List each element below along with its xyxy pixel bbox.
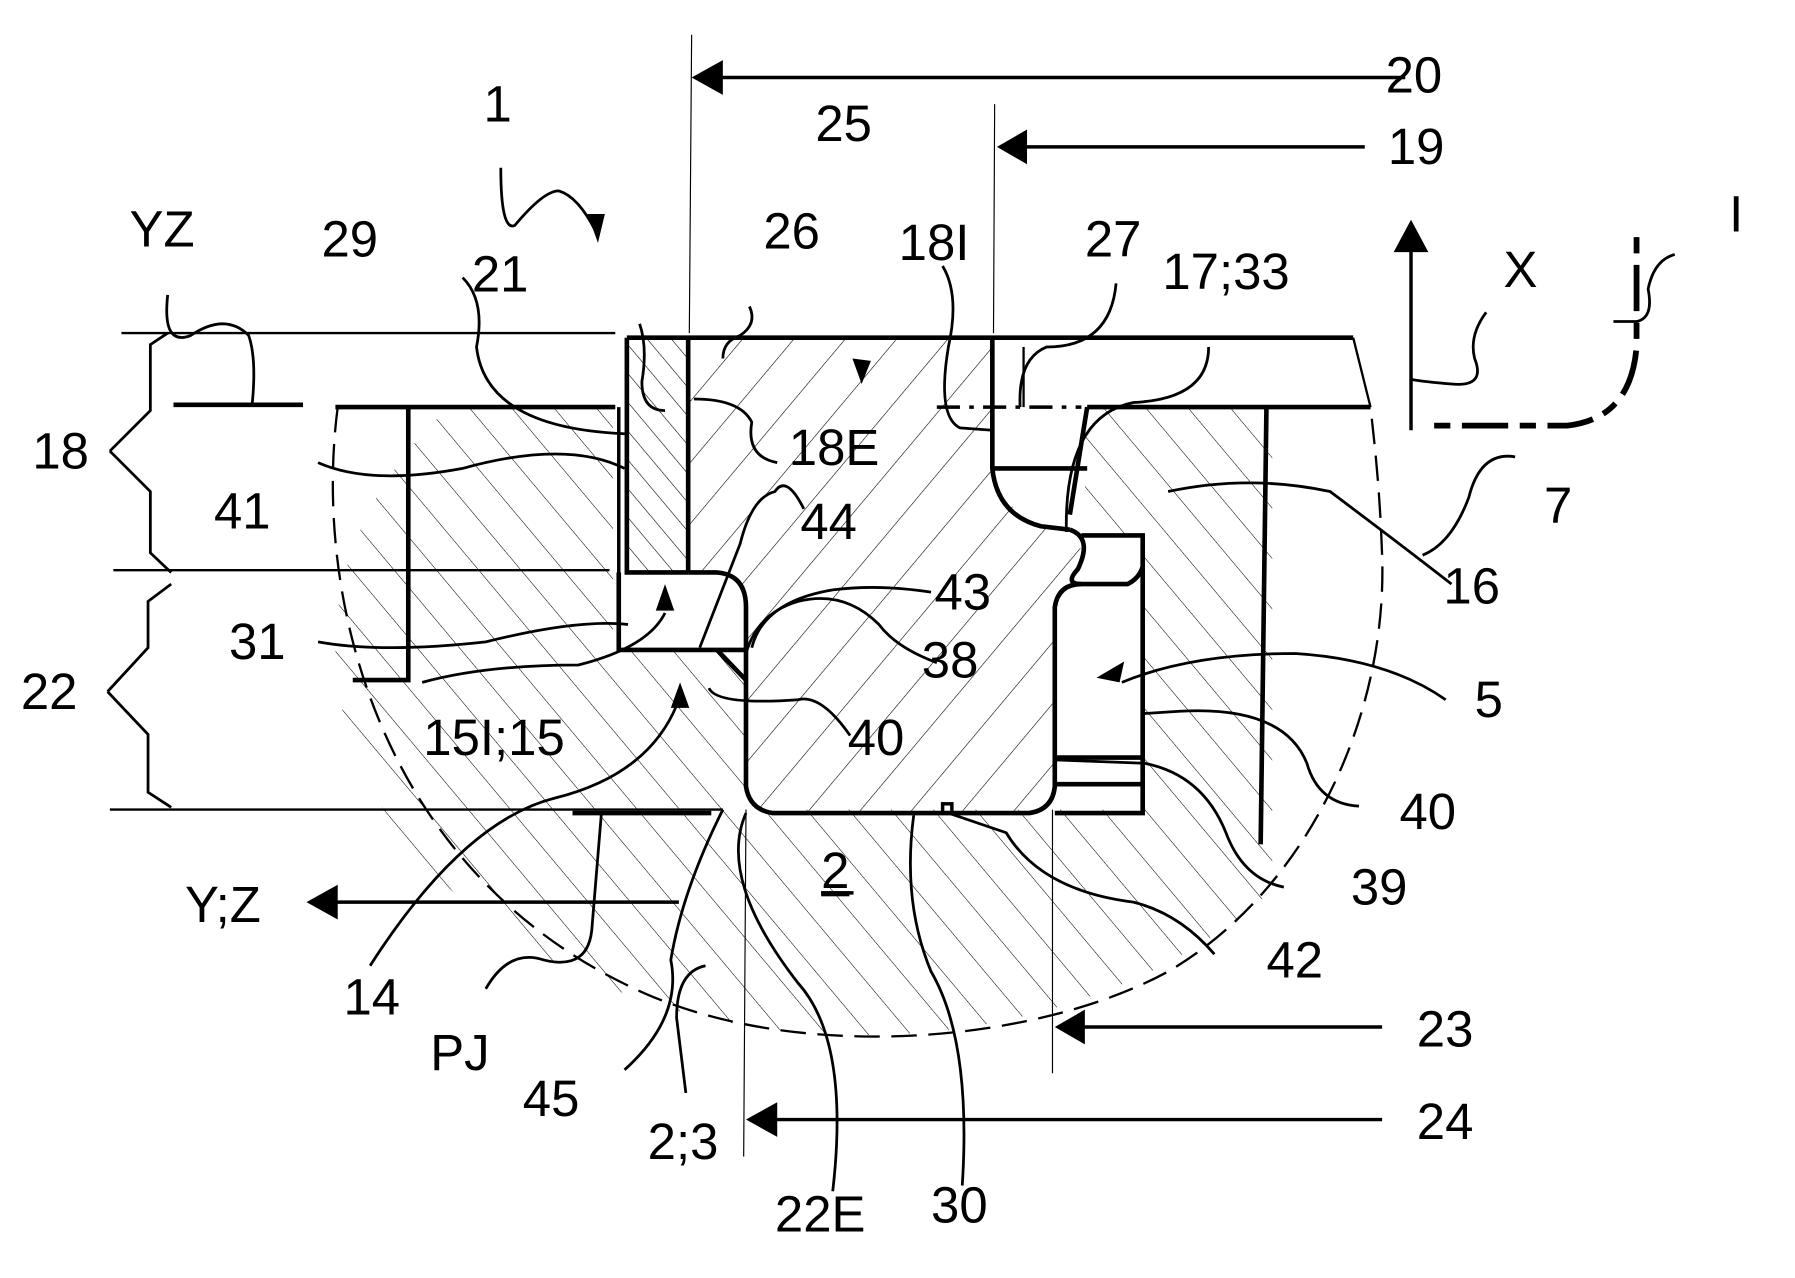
- label-14: 14: [344, 968, 401, 1025]
- label-2: 2: [821, 842, 849, 899]
- labels: 1 20 19 25 YZ 29 21 26 18I 27 17;33 X I …: [21, 47, 1743, 1243]
- label-Y-Z: Y;Z: [185, 876, 261, 933]
- leaders: [106, 253, 1676, 1192]
- outlines: [173, 335, 1372, 845]
- label-45: 45: [523, 1070, 580, 1127]
- label-YZ: YZ: [130, 200, 195, 257]
- label-29: 29: [322, 211, 379, 268]
- label-17-33: 17;33: [1162, 243, 1289, 300]
- label-18I: 18I: [899, 214, 970, 271]
- label-30: 30: [931, 1176, 988, 1233]
- label-I: I: [1729, 185, 1743, 242]
- label-40-right: 40: [1399, 783, 1456, 840]
- label-5: 5: [1475, 671, 1503, 728]
- label-24: 24: [1417, 1093, 1474, 1150]
- body-14-hatch: [335, 407, 1273, 1036]
- label-22E: 22E: [775, 1186, 866, 1243]
- label-43: 43: [935, 564, 992, 621]
- part-25-hatch: [688, 337, 1082, 814]
- ring-21-hatch: [626, 337, 689, 573]
- label-41: 41: [214, 483, 271, 540]
- label-31: 31: [229, 613, 286, 670]
- label-40-left: 40: [848, 709, 905, 766]
- label-22: 22: [21, 663, 78, 720]
- label-7: 7: [1544, 477, 1572, 534]
- label-44: 44: [800, 493, 857, 550]
- label-38: 38: [922, 632, 979, 689]
- detail-circle: [331, 406, 1384, 1038]
- label-19: 19: [1388, 118, 1445, 175]
- label-18E: 18E: [789, 419, 880, 476]
- label-18: 18: [32, 422, 89, 479]
- label-42: 42: [1266, 931, 1323, 988]
- label-26: 26: [763, 203, 820, 260]
- label-16: 16: [1443, 558, 1500, 615]
- label-20: 20: [1386, 47, 1443, 104]
- arrows: [306, 60, 1429, 1137]
- label-15I-15: 15I;15: [423, 709, 564, 766]
- label-2-3: 2;3: [648, 1113, 719, 1170]
- label-1: 1: [483, 75, 511, 132]
- label-X: X: [1504, 241, 1538, 298]
- label-39: 39: [1351, 858, 1408, 915]
- label-27: 27: [1085, 211, 1142, 268]
- label-25: 25: [815, 95, 872, 152]
- label-23: 23: [1417, 1001, 1474, 1058]
- reference-lines: [109, 34, 1640, 1157]
- label-21: 21: [472, 245, 529, 302]
- label-PJ: PJ: [430, 1024, 489, 1081]
- hatched-regions: [335, 337, 1273, 1036]
